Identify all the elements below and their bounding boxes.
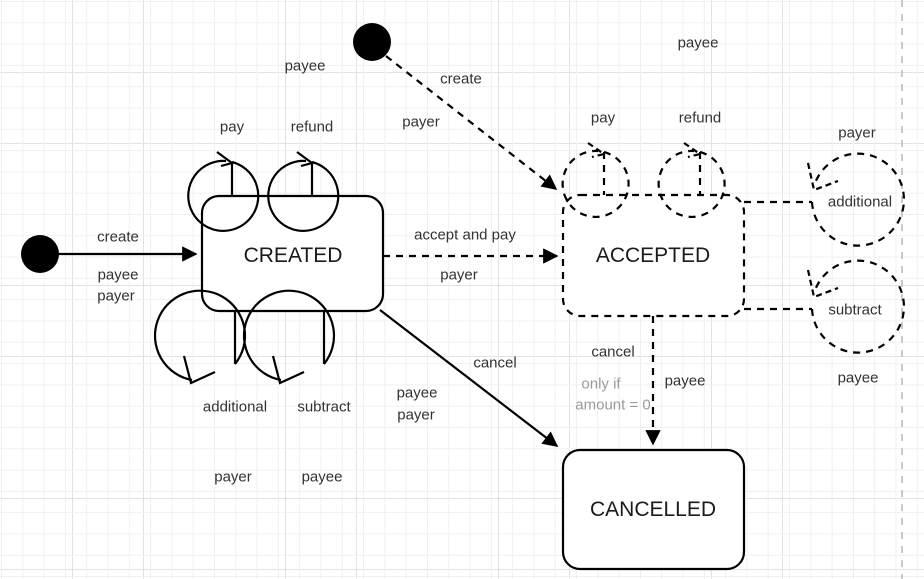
initial-state-solid[interactable] (21, 235, 59, 273)
state-box-created[interactable] (200, 194, 385, 313)
initial-state-dashed[interactable] (353, 23, 391, 61)
transition-actor-created-to-cancelled-payer: payer (397, 406, 435, 424)
loop-label-created-refund: refund (290, 118, 334, 136)
transition-actor-created-to-cancelled-payee: payee (396, 384, 438, 402)
transition-created-to-cancelled[interactable] (379, 309, 559, 447)
transition-event-start-to-created: create (97, 228, 139, 246)
loop-actor-created-top: payee (284, 57, 326, 75)
self-loop-accepted-pay[interactable] (561, 142, 630, 218)
transition-actor-start-to-created-payer: payer (97, 287, 135, 305)
transition-actor-start-to-created-payee: payee (97, 266, 139, 284)
transition-guard-accepted-to-cancelled-line1: only if (581, 375, 621, 393)
self-loop-accepted-additional[interactable] (744, 152, 905, 247)
transition-actor-start-to-accepted-payer: payer (402, 113, 440, 131)
loop-label-created-additional: additional (202, 398, 268, 416)
loop-actor-created-additional: payer (214, 468, 252, 486)
transition-event-accepted-to-cancelled: cancel (591, 343, 635, 361)
self-loop-accepted-refund[interactable] (657, 142, 726, 218)
loop-label-accepted-subtract: subtract (828, 301, 882, 319)
self-loop-created-additional[interactable] (153, 289, 247, 385)
loop-label-accepted-refund: refund (678, 109, 722, 127)
loop-label-created-subtract: subtract (297, 398, 351, 416)
state-label-cancelled: CANCELLED (589, 498, 717, 521)
state-box-cancelled[interactable] (561, 448, 746, 571)
loop-actor-created-subtract: payee (301, 468, 343, 486)
loop-label-created-pay: pay (219, 118, 245, 136)
transition-start-to-accepted[interactable] (385, 55, 558, 190)
loop-actor-accepted-additional: payer (838, 124, 876, 142)
state-label-created: CREATED (243, 244, 343, 267)
loop-actor-accepted-subtract: payee (837, 369, 879, 387)
self-loop-created-subtract[interactable] (242, 289, 336, 385)
transition-event-created-to-cancelled: cancel (473, 354, 517, 372)
transition-event-created-to-accepted: accept and pay (414, 226, 516, 244)
state-box-accepted[interactable] (561, 193, 746, 318)
transition-event-start-to-accepted: create (440, 70, 482, 88)
self-loop-created-refund[interactable] (267, 151, 340, 232)
self-loop-created-pay[interactable] (187, 151, 260, 232)
loop-actor-accepted-top: payee (677, 34, 719, 52)
loop-label-accepted-additional: additional (827, 193, 893, 211)
self-loop-accepted-subtract[interactable] (744, 259, 905, 354)
transition-actor-accepted-to-cancelled-payee: payee (664, 372, 706, 390)
loop-label-accepted-pay: pay (590, 109, 616, 127)
transition-guard-accepted-to-cancelled-line2: amount = 0 (575, 396, 651, 414)
transition-actor-created-to-accepted-payer: payer (440, 266, 478, 284)
state-label-accepted: ACCEPTED (595, 244, 711, 267)
